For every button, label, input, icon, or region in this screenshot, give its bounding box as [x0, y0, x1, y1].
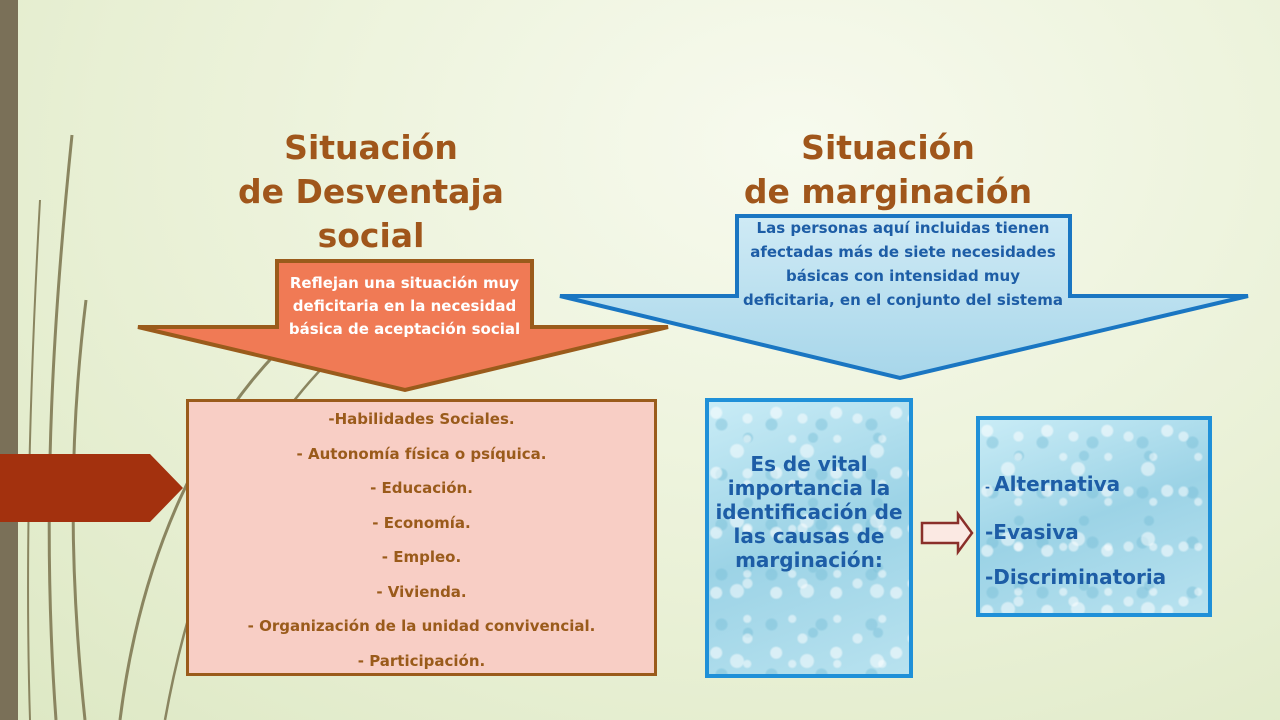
left-title-line-3: social: [317, 216, 425, 255]
type-option-alternativa: - Alternativa: [985, 462, 1208, 510]
needs-list-item: - Participación.: [357, 651, 486, 670]
small-right-arrow: [920, 510, 974, 556]
decor-curve-1: [47, 134, 74, 720]
needs-list-item: - Organización de la unidad convivencial…: [247, 617, 596, 635]
decor-curve-5: [27, 199, 41, 720]
left-title: Situación de Desventaja social: [236, 126, 506, 258]
type-option-evasiva: -Evasiva: [985, 520, 1079, 544]
type-option-discriminatoria: -Discriminatoria: [985, 565, 1167, 589]
needs-list-box: -Habilidades Sociales. - Autonomía físic…: [186, 399, 657, 676]
needs-list-item: - Autonomía física o psíquica.: [296, 444, 547, 463]
left-title-line-2: de Desventaja: [238, 172, 504, 211]
right-arrow-text: Las personas aquí incluidas tienen afect…: [743, 219, 1063, 309]
type-option-label: Alternativa: [994, 472, 1121, 496]
right-title-line-2: de marginación: [743, 172, 1033, 211]
left-arrow-text: Reflejan una situación muy deficitaria e…: [288, 274, 521, 338]
needs-list-item: - Educación.: [370, 479, 473, 497]
needs-list-item: - Economía.: [372, 513, 471, 532]
needs-list-item: - Empleo.: [381, 548, 462, 566]
importance-box: Es de vital importancia la identificació…: [705, 398, 913, 678]
left-title-line-1: Situación: [284, 128, 458, 167]
needs-list-item: - Vivienda.: [376, 582, 467, 601]
right-title: Situación de marginación: [730, 126, 1046, 214]
side-tab-shape: [0, 454, 183, 522]
right-title-line-1: Situación: [801, 128, 975, 167]
type-option-prefix: -: [985, 480, 995, 494]
decor-curve-2: [71, 299, 88, 720]
left-edge-bar: [0, 0, 18, 720]
importance-text: Es de vital importancia la identificació…: [715, 452, 903, 572]
needs-list-item: -Habilidades Sociales.: [328, 410, 515, 428]
marginalization-types-box: - Alternativa -Evasiva -Discriminatoria: [976, 416, 1212, 617]
